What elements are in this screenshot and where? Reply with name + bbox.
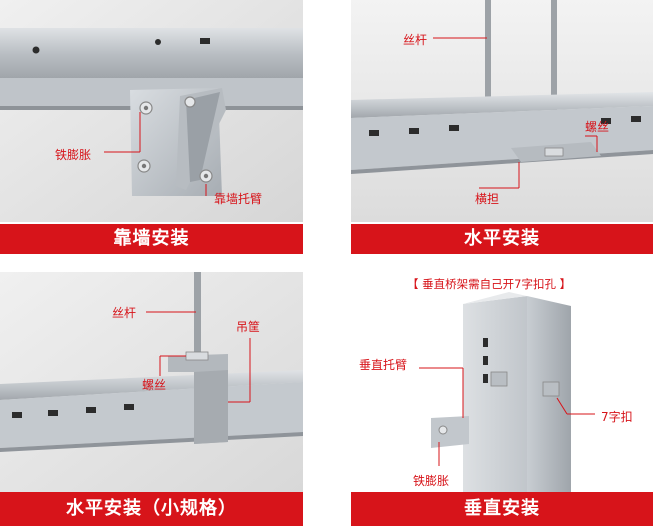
- vertical-note: 【 垂直桥架需自己开7字扣孔 】: [407, 277, 572, 291]
- label-cross-arm: 横担: [475, 192, 500, 206]
- vertical-install-photo: [351, 272, 653, 494]
- horizontal-small-install-photo: [0, 272, 303, 494]
- panel-horizontal-small-install: 丝杆 吊筐 螺丝 水平安装（小规格）: [0, 272, 303, 526]
- label-seven-clip: 7字扣: [601, 410, 633, 424]
- caption-banner: 水平安装（小规格）: [0, 492, 303, 526]
- label-expansion-bolt: 铁膨胀: [413, 474, 450, 488]
- panel-vertical-install: 【 垂直桥架需自己开7字扣孔 】 垂直托臂 7字扣 铁膨胀 垂直安装: [351, 272, 653, 526]
- label-expansion-bolt: 铁膨胀: [55, 148, 92, 162]
- horizontal-install-photo: [351, 0, 653, 222]
- label-wall-bracket: 靠墙托臂: [214, 192, 263, 206]
- label-threaded-rod: 丝杆: [403, 33, 428, 47]
- caption-banner: 垂直安装: [351, 492, 653, 526]
- label-hanger: 吊筐: [236, 320, 261, 334]
- caption-banner: 靠墙安装: [0, 224, 303, 254]
- caption-banner: 水平安装: [351, 224, 653, 254]
- wall-install-photo: [0, 0, 303, 222]
- panel-horizontal-install: 丝杆 螺丝 横担 水平安装: [351, 0, 653, 254]
- label-nut: 螺丝: [585, 120, 610, 134]
- label-nut: 螺丝: [142, 378, 167, 392]
- panel-wall-install: 铁膨胀 靠墙托臂 靠墙安装: [0, 0, 303, 254]
- label-threaded-rod: 丝杆: [112, 306, 137, 320]
- label-vertical-bracket: 垂直托臂: [359, 358, 408, 372]
